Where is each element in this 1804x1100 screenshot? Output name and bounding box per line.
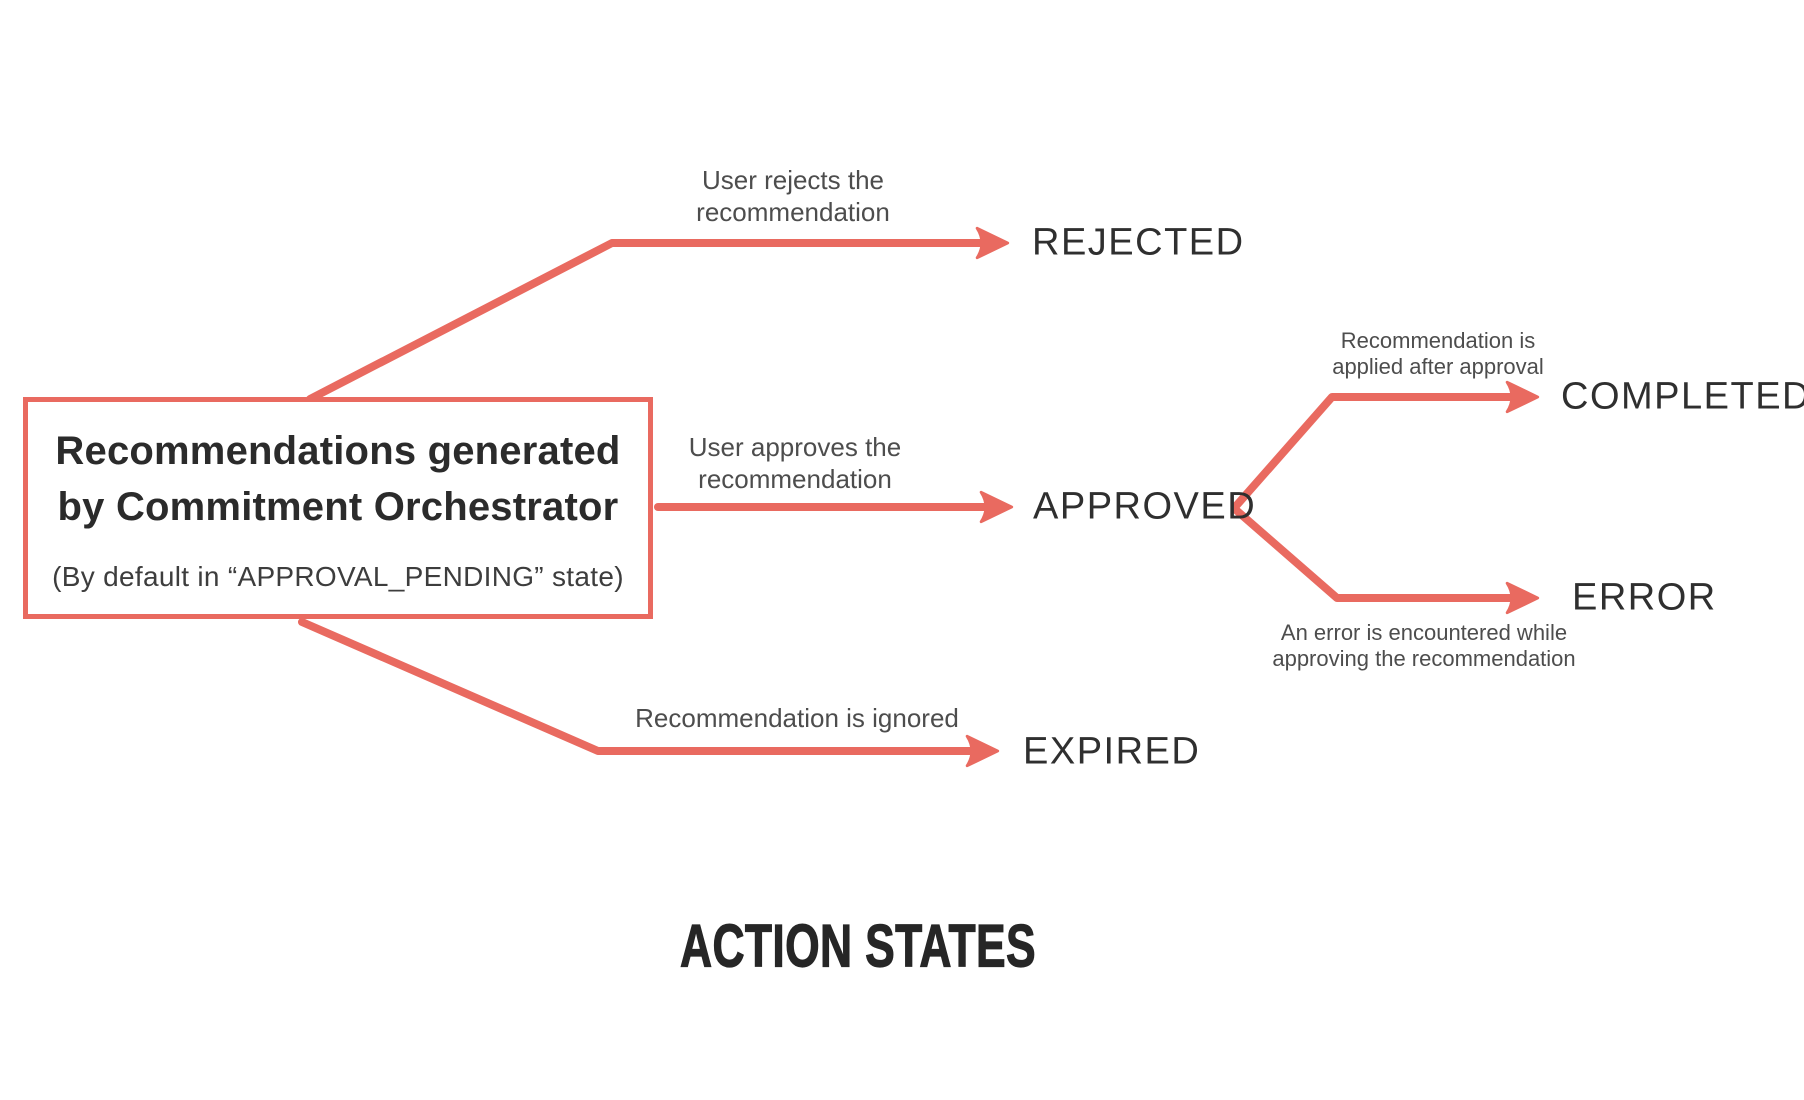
caption-completed-line-1: Recommendation is (1340, 328, 1536, 353)
edge-error-arrow (1232, 506, 1540, 615)
edge-expired-arrow (298, 618, 1000, 768)
caption-error-line-1: An error is encountered while (1280, 620, 1568, 645)
caption-completed-line-2: applied after approval (1332, 354, 1544, 379)
caption-approved: User approves the recommendation (689, 431, 901, 495)
state-approved: APPROVED (1033, 485, 1257, 528)
start-node-subtitle: (By default in “APPROVAL_PENDING” state) (52, 561, 624, 592)
caption-rejected: User rejects the recommendation (696, 164, 890, 228)
state-completed: COMPLETED (1561, 375, 1804, 418)
start-node-title-line-1: Recommendations generated (55, 429, 621, 473)
caption-error: An error is encountered while approving … (1272, 620, 1575, 672)
start-node-box: Recommendations generated by Commitment … (23, 397, 653, 619)
caption-approved-line-2: recommendation (698, 464, 892, 494)
caption-rejected-line-1: User rejects the (701, 165, 885, 195)
state-expired: EXPIRED (1023, 730, 1201, 773)
start-node-title-line-2: by Commitment Orchestrator (57, 485, 619, 529)
caption-approved-line-1: User approves the (688, 432, 902, 462)
diagram-title: ACTION STATES (680, 912, 1036, 980)
caption-rejected-line-2: recommendation (696, 197, 890, 227)
caption-completed: Recommendation is applied after approval (1332, 328, 1544, 380)
edge-completed-arrow (1232, 380, 1540, 510)
start-node-title: Recommendations generated by Commitment … (55, 423, 620, 535)
caption-expired: Recommendation is ignored (635, 702, 959, 734)
edge-rejected-arrow (306, 226, 1010, 403)
caption-error-line-2: approving the recommendation (1272, 646, 1576, 671)
state-rejected: REJECTED (1032, 221, 1245, 264)
caption-expired-line-1: Recommendation is ignored (635, 703, 959, 733)
state-error: ERROR (1572, 576, 1717, 619)
